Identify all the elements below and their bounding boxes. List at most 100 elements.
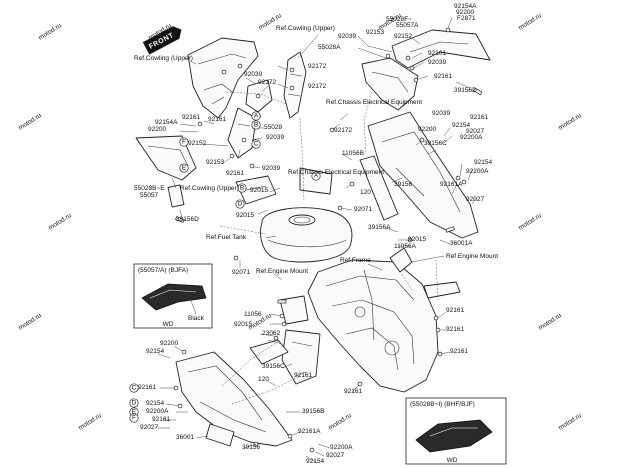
part-number: 92015 [236,212,254,219]
watermark: motod.ru [37,22,63,42]
callout-a: A [254,113,259,120]
callout-markers: A B C D E F A B C D E F [129,111,321,423]
part-number: 92161 [226,170,244,177]
part-number: 92200A [146,408,169,415]
part-number: 92161 [208,116,226,123]
part-number: 92152 [394,33,412,40]
part-number: 92027 [140,424,158,431]
ref-label: Ref.Chassis Electrical Equipment [326,99,422,106]
inset-left-code: WD [163,321,174,328]
part-number: 92154 [306,458,324,465]
callout-f: F [132,415,136,422]
inset-right-title: (55028B~I) (BHF/BJF) [410,401,475,408]
inset-left: (55057/A) (BJFA) Black WD [133,263,213,329]
part-number: 92152 [188,140,206,147]
part-number: 11056 [244,311,262,318]
ref-label: Ref.Cowling (Upper) [276,25,335,32]
watermark: motod.ru [17,312,43,332]
part-number: 92161 [182,114,200,121]
part-number: 36001A [450,240,473,247]
part-number: 92039 [428,59,446,66]
part-number: 92071 [232,269,250,276]
part-number: 92200A [330,444,353,451]
part-number: 39156C [262,363,285,370]
callout-a: A [314,173,319,180]
watermark: motod.ru [47,212,73,232]
callout-c: C [132,385,137,392]
part-number: 92015 [408,236,426,243]
part-number: 39156D [454,87,477,94]
part-number: 39156B [302,408,324,415]
ref-label: Ref.Cowling (Upper) [180,185,239,192]
part-number: 92172 [334,127,352,134]
watermark: motod.ru [557,112,583,132]
fasteners [173,27,483,453]
part-number: 39156 [242,444,260,451]
part-number: 11056A [394,243,417,250]
watermark: motod.ru [77,412,103,432]
part-number: 55028B~E [134,185,165,192]
part-number: 92071 [354,206,372,213]
watermark: motod.ru [537,312,563,332]
callout-b: B [254,122,258,129]
part-number: 92172 [308,63,326,70]
part-number: 92161 [446,307,464,314]
part-number: 92161 [344,388,362,395]
part-number: 92154 [452,122,470,129]
part-number: 92161 [138,384,156,391]
callout-c: C [254,141,259,148]
part-number: 120 [360,189,371,196]
right-side-fairing [359,111,479,239]
part-number: 92200 [418,126,436,133]
part-number: 39156 [394,181,412,188]
ref-label: Ref.Cowling (Upper) [134,55,193,62]
main-frame [279,247,461,393]
part-number: 92039 [262,165,280,172]
callout-d: D [238,201,243,208]
part-number: 92154 [474,159,492,166]
part-number: 92015 [234,321,252,328]
inset-right-code: WD [447,457,458,464]
upper-brackets [227,51,307,159]
watermark: motod.ru [17,112,43,132]
part-number: 92153 [206,159,224,166]
part-number: 39156A [368,224,391,231]
part-number: 92154A [155,119,178,126]
ref-label: Ref.Fuel Tank [206,234,247,241]
middle-side-covers [235,167,333,205]
inset-right: (55028B~I) (BHF/BJF) WD [405,397,507,465]
watermark: motod.ru [517,212,543,232]
part-number: 55028A [318,44,341,51]
part-number: 92153 [366,29,384,36]
part-number: 92161A [298,428,321,435]
part-number: 23062 [262,330,280,337]
lower-left-cowling [175,339,293,447]
callout-b: B [240,185,244,192]
part-number: 92200 [456,9,474,16]
upper-right-cowling [361,29,491,111]
part-number: 92027 [466,128,484,135]
part-number: 92161 [294,372,312,379]
part-number: 92154 [146,348,164,355]
part-number: 92161A [440,181,463,188]
ref-label: Ref.Chassis Electrical Equipment [288,169,384,176]
part-number: 92015 [250,187,268,194]
part-number: 92039 [338,33,356,40]
part-number: 92172 [308,83,326,90]
part-number: 39156C [424,140,447,147]
part-number: 92039 [266,134,284,141]
part-number: 92172 [258,79,276,86]
part-number: 55057A [396,22,419,29]
part-number: 92161 [450,348,468,355]
ref-label: Ref.Frame [340,257,371,264]
part-number: 92154 [146,400,164,407]
part-number: 92161 [428,50,446,57]
part-number: 11056B [342,150,364,157]
part-number: F2871 [457,15,476,22]
upper-left-cowling [187,37,259,119]
part-number: 92027 [466,196,484,203]
part-number: 92161 [152,416,170,423]
ref-label: Ref.Engine Mount [446,253,498,260]
part-number: 92039 [432,110,450,117]
